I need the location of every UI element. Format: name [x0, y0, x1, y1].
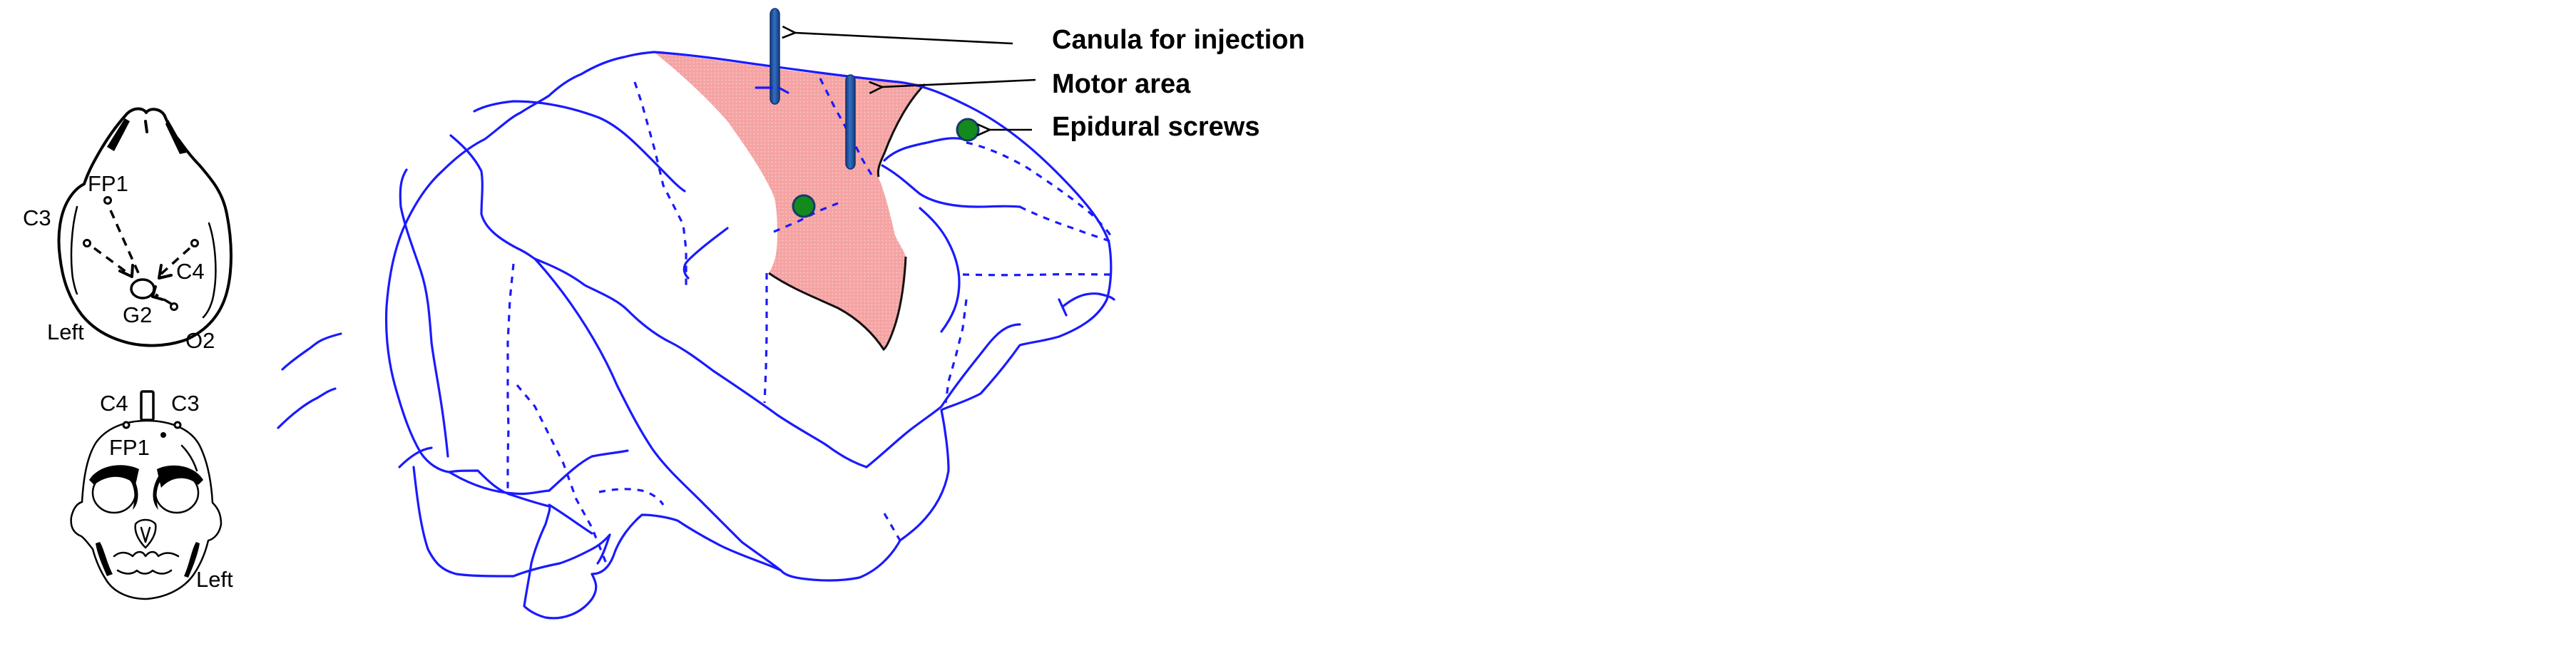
- sulcus-line: [881, 164, 1021, 208]
- electrode-fp1: [103, 196, 112, 205]
- arrowhead-icon: [158, 264, 173, 280]
- label-c3: C3: [23, 205, 51, 230]
- front-skull-nose: [134, 518, 157, 549]
- epidural-screw-icon: [956, 118, 980, 142]
- sulcus-dashed: [944, 299, 968, 404]
- sulcus-line: [398, 446, 433, 468]
- front-skull-cheek: [180, 444, 198, 472]
- sulcus-line: [533, 257, 868, 468]
- front-skull-upper-teeth: [113, 550, 180, 558]
- canula-icon: [845, 74, 856, 170]
- canula-pointer-arrow: [795, 33, 1013, 45]
- electrode-c4: [190, 239, 199, 247]
- sulcus-dashed: [516, 384, 608, 564]
- lead-fp1-to-g2: [109, 210, 140, 275]
- sulcus-dashed: [506, 263, 515, 492]
- sulcus-line: [1061, 292, 1115, 308]
- sulcus-dashed: [883, 513, 901, 541]
- sulcus-line: [277, 387, 337, 429]
- front-skull-view: C4 C3 FP1 Left: [70, 390, 233, 600]
- arrowhead-icon: [118, 264, 134, 278]
- legend-motor-area-label: Motor area: [1052, 69, 1191, 99]
- front-skull-lower-teeth: [116, 569, 173, 575]
- label-c4: C4: [176, 259, 205, 284]
- sulcus-line: [940, 323, 1021, 408]
- label-c4: C4: [100, 391, 128, 416]
- label-left: Left: [196, 567, 233, 592]
- motor-area-pointer-arrow: [882, 78, 1036, 87]
- annotations: Canula for injection Motor area Epidural…: [795, 25, 1305, 142]
- canula-icon: [770, 8, 780, 105]
- arrowhead-icon: [151, 285, 164, 301]
- lead-o2-to-g2: [155, 293, 172, 305]
- electrode-o2: [170, 302, 178, 311]
- sulcus-line: [473, 100, 686, 193]
- top-skull-orbit-shadow: [165, 120, 187, 154]
- top-skull-view: FP1 C3 C4 G2 Left O2: [23, 107, 232, 353]
- brain-outline: [384, 51, 1113, 620]
- lead-c3-to-g2: [93, 247, 131, 276]
- sulcus-line: [1058, 298, 1068, 317]
- label-left: Left: [47, 319, 84, 344]
- front-skull-orbit-shadow: [128, 476, 138, 510]
- implant-connector: [140, 390, 155, 421]
- sulcus-line: [449, 134, 536, 260]
- legend-epidural-screws-label: Epidural screws: [1052, 112, 1259, 142]
- motor-area-region: [654, 52, 925, 349]
- front-skull-outline: [70, 419, 223, 600]
- epidural-screw-icon: [792, 194, 816, 218]
- motor-area-boundary: [768, 256, 907, 352]
- front-skull-brow: [157, 465, 203, 488]
- top-skull-right-ridge: [202, 222, 217, 319]
- front-skull-brow: [89, 465, 139, 485]
- sulcus-line: [596, 533, 611, 565]
- sulcus-line: [865, 405, 943, 468]
- sulcus-line: [883, 137, 964, 162]
- front-skull-jaw-shadow: [96, 542, 113, 576]
- front-skull-right-orbit: [154, 471, 200, 514]
- electrode-c3: [173, 421, 182, 429]
- front-skull-orbit-shadow: [153, 476, 163, 510]
- sulcus-dashed: [633, 81, 688, 285]
- lead-c4-to-g2: [159, 247, 191, 276]
- canula-crossbar: [755, 86, 789, 94]
- sulcus-line: [448, 471, 551, 496]
- sulcus-line: [399, 168, 449, 458]
- sulcus-dashed: [598, 488, 665, 506]
- label-g2: G2: [123, 302, 152, 327]
- sulcus-line: [533, 257, 782, 572]
- brain-lateral-view: [277, 8, 1115, 620]
- sulcus-line: [281, 332, 342, 371]
- sulcus-line: [548, 503, 593, 535]
- legend-canula-label: Canula for injection: [1052, 25, 1305, 55]
- label-c3: C3: [171, 391, 200, 416]
- front-skull-jaw-shadow: [184, 542, 200, 578]
- front-skull-left-orbit: [91, 471, 137, 514]
- electrode-fp1: [160, 432, 166, 438]
- sulcus-dashed: [966, 141, 1114, 240]
- sulcus-dashed: [1019, 205, 1113, 244]
- electrode-c4: [122, 421, 131, 429]
- motor-area-boundary: [876, 83, 926, 178]
- top-skull-midline: [144, 120, 148, 133]
- label-fp1: FP1: [88, 171, 128, 196]
- top-skull-left-ridge: [70, 205, 78, 295]
- label-fp1: FP1: [109, 435, 150, 460]
- sulcus-dashed: [763, 273, 768, 404]
- top-skull-orbit-shadow: [107, 118, 130, 151]
- sulcus-line: [683, 227, 729, 280]
- electrode-c3: [83, 239, 91, 247]
- label-o2: O2: [185, 328, 215, 353]
- electrode-g2: [130, 278, 155, 299]
- sulcus-line: [919, 207, 961, 333]
- sulcus-line: [412, 466, 611, 578]
- front-skull-nose-detail: [140, 526, 151, 543]
- sulcus-line: [548, 449, 629, 492]
